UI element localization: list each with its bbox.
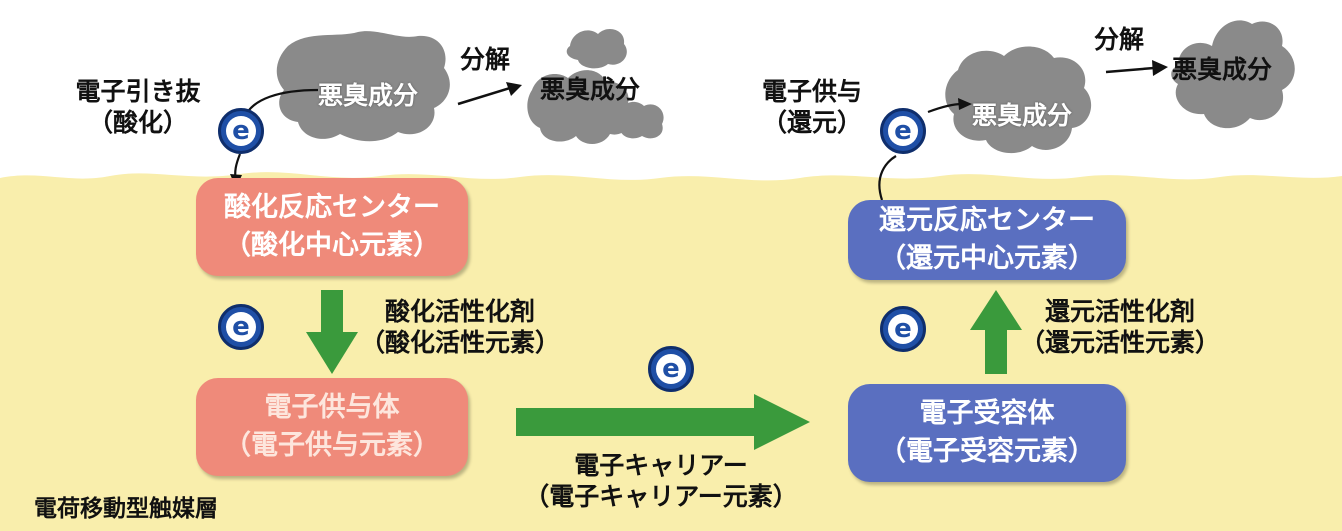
decompose-arrow-right [1105, 60, 1168, 76]
electron-icon: e [218, 108, 264, 154]
oxidation-reaction-center: 酸化反応センター （酸化中心元素） [196, 178, 468, 276]
odor-component-label: 悪臭成分 [972, 101, 1073, 130]
odor-fragment-left-2 [566, 29, 627, 69]
reduction-activator-arrow [970, 290, 1022, 374]
electron-acceptor: 電子受容体 （電子受容元素） [848, 384, 1126, 482]
electron-icon: e [218, 304, 264, 350]
electron-extraction-label: 電子引き抜 （酸化） [75, 77, 201, 137]
odor-fragment-right-1 [1171, 20, 1295, 129]
odor-component-label: 悪臭成分 [318, 81, 419, 110]
decomposed-odor-label: 悪臭成分 [540, 75, 641, 104]
oxidation-center-subtitle: （酸化中心元素） [224, 230, 440, 261]
reduction-activator-label: 還元活性化剤 （還元活性元素） [1020, 297, 1221, 357]
decompose-label: 分解 [1094, 25, 1145, 54]
decomposed-odor-label: 悪臭成分 [1172, 55, 1273, 84]
odor-cloud-left [276, 31, 450, 142]
decompose-label: 分解 [460, 45, 511, 74]
electron-carrier-label: 電子キャリアー （電子キャリアー元素） [524, 451, 798, 511]
reduction-center-title: 還元反応センター [879, 205, 1095, 236]
electron-donor: 電子供与体 （電子供与元素） [196, 378, 468, 476]
odor-fragment-left-3 [615, 101, 664, 139]
odor-cloud-right [945, 46, 1092, 154]
decompose-arrow-left [457, 82, 522, 106]
electron-icon: e [880, 108, 926, 154]
electron-carrier-arrow [516, 394, 810, 450]
electron-icon: e [880, 306, 926, 352]
odor-fragment-left-1 [527, 70, 631, 144]
electron-donor-title: 電子供与体 [264, 392, 400, 423]
reduction-reaction-center: 還元反応センター （還元中心元素） [848, 200, 1126, 280]
electron-donation-label: 電子供与 （還元） [761, 77, 862, 137]
electron-acceptor-title: 電子受容体 [919, 398, 1055, 429]
oxidation-center-title: 酸化反応センター [224, 192, 440, 223]
reduction-center-subtitle: （還元中心元素） [879, 243, 1095, 274]
electron-icon: e [648, 346, 694, 392]
oxidation-activator-label: 酸化活性化剤 （酸化活性元素） [360, 297, 561, 357]
oxidation-activator-arrow [306, 290, 358, 374]
electron-path-right [878, 98, 972, 201]
catalyst-layer-label: 電荷移動型触媒層 [34, 496, 218, 522]
electron-donor-subtitle: （電子供与元素） [224, 430, 440, 461]
electron-acceptor-subtitle: （電子受容元素） [879, 436, 1095, 467]
